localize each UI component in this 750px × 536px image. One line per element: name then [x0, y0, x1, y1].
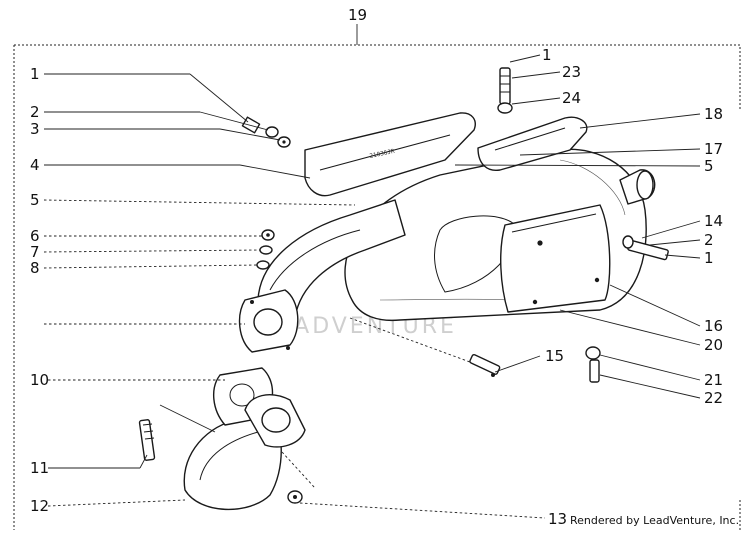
callout-14: 14: [704, 212, 723, 230]
callout-19: 19: [348, 6, 367, 24]
nut-3-upper-left[interactable]: [277, 136, 291, 148]
callout-1-top: 1: [542, 46, 552, 64]
callout-15: 15: [545, 347, 564, 365]
callout-7: 7: [30, 243, 40, 261]
upper-heat-shield[interactable]: 21036JR: [304, 112, 476, 197]
callout-22: 22: [704, 389, 723, 407]
callout-13: 13: [548, 510, 567, 528]
callout-18: 18: [704, 105, 723, 123]
callout-4: 4: [30, 156, 40, 174]
callout-6: 6: [30, 227, 40, 245]
callout-labels: 19 1 2 3 4 5 6 7 8 10 11 12 13 1 23 24 1…: [30, 6, 723, 528]
bolt-15[interactable]: [469, 353, 501, 377]
washer-7[interactable]: [259, 245, 273, 255]
callout-12: 12: [30, 497, 49, 515]
callout-2-left: 2: [30, 103, 40, 121]
callout-11: 11: [30, 459, 49, 477]
callout-8: 8: [30, 259, 40, 277]
washer-2-upper-left[interactable]: [265, 126, 279, 138]
bolt-23-24[interactable]: [497, 67, 513, 114]
callout-10: 10: [30, 371, 49, 389]
stud-11[interactable]: [138, 419, 156, 461]
callout-24: 24: [562, 89, 581, 107]
callout-21: 21: [704, 371, 723, 389]
rear-bracket[interactable]: [477, 116, 588, 172]
callout-23: 23: [562, 63, 581, 81]
heat-shield-plate[interactable]: [500, 204, 611, 313]
callout-20: 20: [704, 336, 723, 354]
exhaust-pipe[interactable]: [238, 199, 406, 353]
callout-1-right: 1: [704, 249, 714, 267]
nut-6[interactable]: [261, 229, 275, 241]
washer-8[interactable]: [256, 260, 270, 270]
callout-2-right: 2: [704, 231, 714, 249]
callout-5-left: 5: [30, 191, 40, 209]
nut-21-bolt-22[interactable]: [585, 346, 601, 383]
callout-16: 16: [704, 317, 723, 335]
assembly-frame: [13, 24, 741, 530]
callout-3: 3: [30, 120, 40, 138]
leader-lines: [43, 54, 701, 519]
callout-5-right: 5: [704, 157, 714, 175]
callout-1-left: 1: [30, 65, 40, 83]
nut-13[interactable]: [287, 490, 303, 504]
render-credit: Rendered by LeadVenture, Inc.: [570, 514, 739, 527]
callout-17: 17: [704, 140, 723, 158]
lower-elbow-pipe[interactable]: [183, 367, 306, 511]
